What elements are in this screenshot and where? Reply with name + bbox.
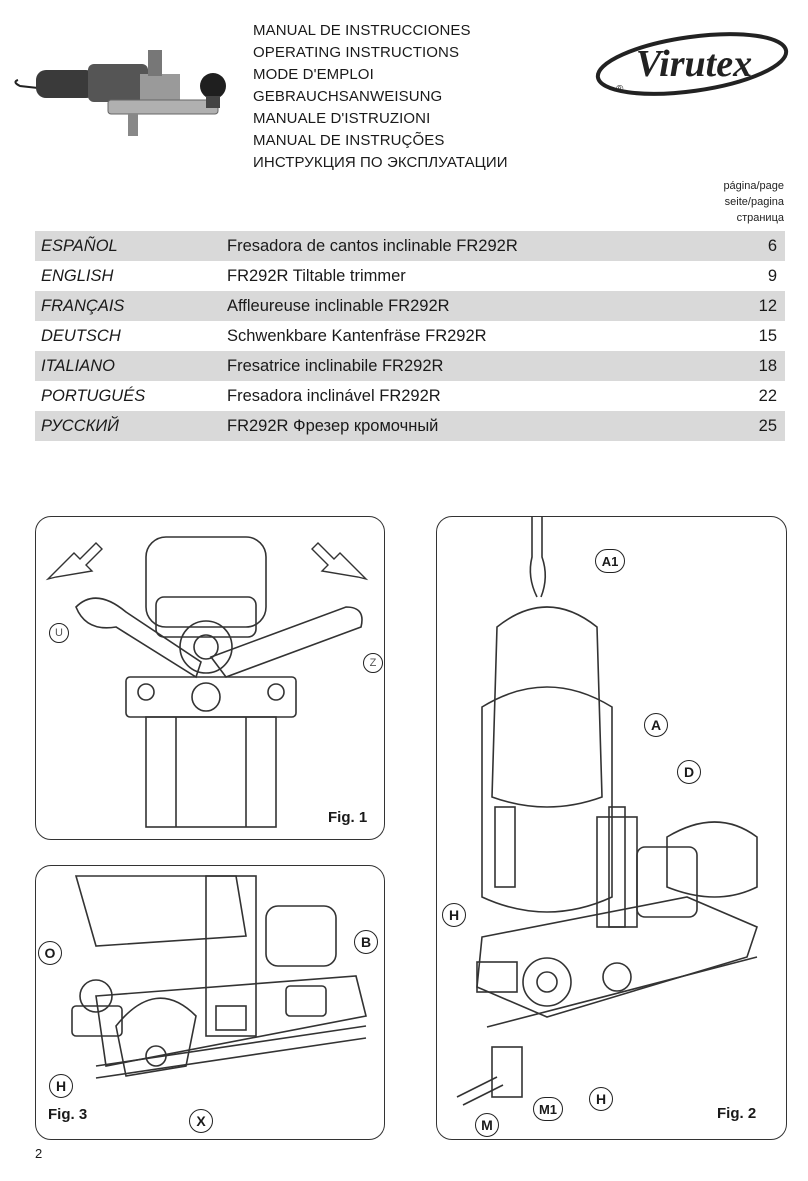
title-line: OPERATING INSTRUCTIONS (253, 44, 460, 61)
title-line: ИНСТРУКЦИЯ ПО ЭКСПЛУАТАЦИИ (253, 154, 508, 171)
title-line: GEBRAUCHSANWEISUNG (253, 88, 443, 105)
toc-page: 9 (767, 266, 777, 285)
page-label-line: страница (736, 212, 784, 224)
callout-u: U (49, 623, 69, 643)
manual-titles: MANUAL DE INSTRUCCIONES OPERATING INSTRU… (253, 20, 583, 174)
callout-a: A (644, 713, 668, 737)
brand-logo: Virutex ® (582, 24, 792, 104)
callout-d: D (677, 760, 701, 784)
callout-x: X (189, 1109, 213, 1133)
toc-language: FRANÇAIS (41, 296, 125, 315)
figure-2-panel: A1 A D H H M M1 Fig. 2 (436, 516, 787, 1140)
brand-name: Virutex (636, 43, 752, 85)
toc-title: Fresadora de cantos inclinable FR292R (227, 236, 518, 255)
toc-language: DEUTSCH (41, 326, 121, 345)
toc-page: 18 (758, 356, 777, 375)
callout-a1: A1 (595, 549, 625, 573)
toc-row-espanol[interactable]: ESPAÑOL Fresadora de cantos inclinable F… (35, 231, 785, 261)
toc-page: 15 (758, 326, 777, 345)
figure-3-label: Fig. 3 (48, 1106, 88, 1123)
callout-h-right: H (589, 1087, 613, 1111)
figure-1-panel: U Z Fig. 1 (35, 516, 385, 840)
callout-o: O (38, 941, 62, 965)
toc-title: FR292R Фрезер кромочный (227, 416, 439, 435)
product-photo (8, 30, 240, 140)
toc-page: 22 (758, 386, 777, 405)
toc-language: РУССКИЙ (41, 416, 119, 435)
callout-z: Z (363, 653, 383, 673)
callout-h-left: H (442, 903, 466, 927)
toc-row-russian[interactable]: РУССКИЙ FR292R Фрезер кромочный 25 (35, 411, 785, 441)
figure-2-label: Fig. 2 (717, 1105, 757, 1122)
title-line: MODE D'EMPLOI (253, 66, 374, 83)
toc-row-francais[interactable]: FRANÇAIS Affleureuse inclinable FR292R 1… (35, 291, 785, 321)
figure-3-illustration (71, 875, 367, 1079)
toc-language: ENGLISH (41, 266, 114, 285)
toc-title: FR292R Tiltable trimmer (227, 266, 406, 285)
toc-row-english[interactable]: ENGLISH FR292R Tiltable trimmer 9 (35, 261, 785, 291)
callout-h: H (49, 1074, 73, 1098)
page-number: 2 (35, 1146, 43, 1161)
callout-m: M (475, 1113, 499, 1137)
toc-title: Fresadora inclinável FR292R (227, 386, 441, 405)
figure-1-illustration (45, 536, 369, 828)
toc-page: 6 (767, 236, 777, 255)
table-of-contents: ESPAÑOL Fresadora de cantos inclinable F… (35, 231, 785, 441)
toc-title: Affleureuse inclinable FR292R (227, 296, 450, 315)
registered-mark: ® (616, 84, 624, 95)
toc-row-portugues[interactable]: PORTUGUÉS Fresadora inclinável FR292R 22 (35, 381, 785, 411)
toc-page: 25 (758, 416, 777, 435)
figure-1-label: Fig. 1 (328, 809, 368, 826)
toc-language: PORTUGUÉS (41, 386, 146, 405)
toc-language: ESPAÑOL (41, 236, 118, 255)
page-label-line: página/page (723, 180, 784, 192)
toc-title: Schwenkbare Kantenfräse FR292R (227, 326, 487, 345)
toc-row-deutsch[interactable]: DEUTSCH Schwenkbare Kantenfräse FR292R 1… (35, 321, 785, 351)
toc-page: 12 (758, 296, 777, 315)
title-line: MANUAL DE INSTRUÇÕES (253, 132, 445, 149)
toc-title: Fresatrice inclinabile FR292R (227, 356, 444, 375)
figure-3-panel: O B H X Fig. 3 (35, 865, 385, 1140)
page-column-label: página/page seite/pagina страница (723, 178, 784, 226)
callout-m1: M1 (533, 1097, 563, 1121)
toc-row-italiano[interactable]: ITALIANO Fresatrice inclinabile FR292R 1… (35, 351, 785, 381)
title-line: MANUAL DE INSTRUCCIONES (253, 22, 471, 39)
page-label-line: seite/pagina (724, 196, 784, 208)
title-line: MANUALE D'ISTRUZIONI (253, 110, 431, 127)
figure-2-illustration (456, 517, 758, 1106)
callout-b: B (354, 930, 378, 954)
toc-language: ITALIANO (41, 356, 115, 375)
